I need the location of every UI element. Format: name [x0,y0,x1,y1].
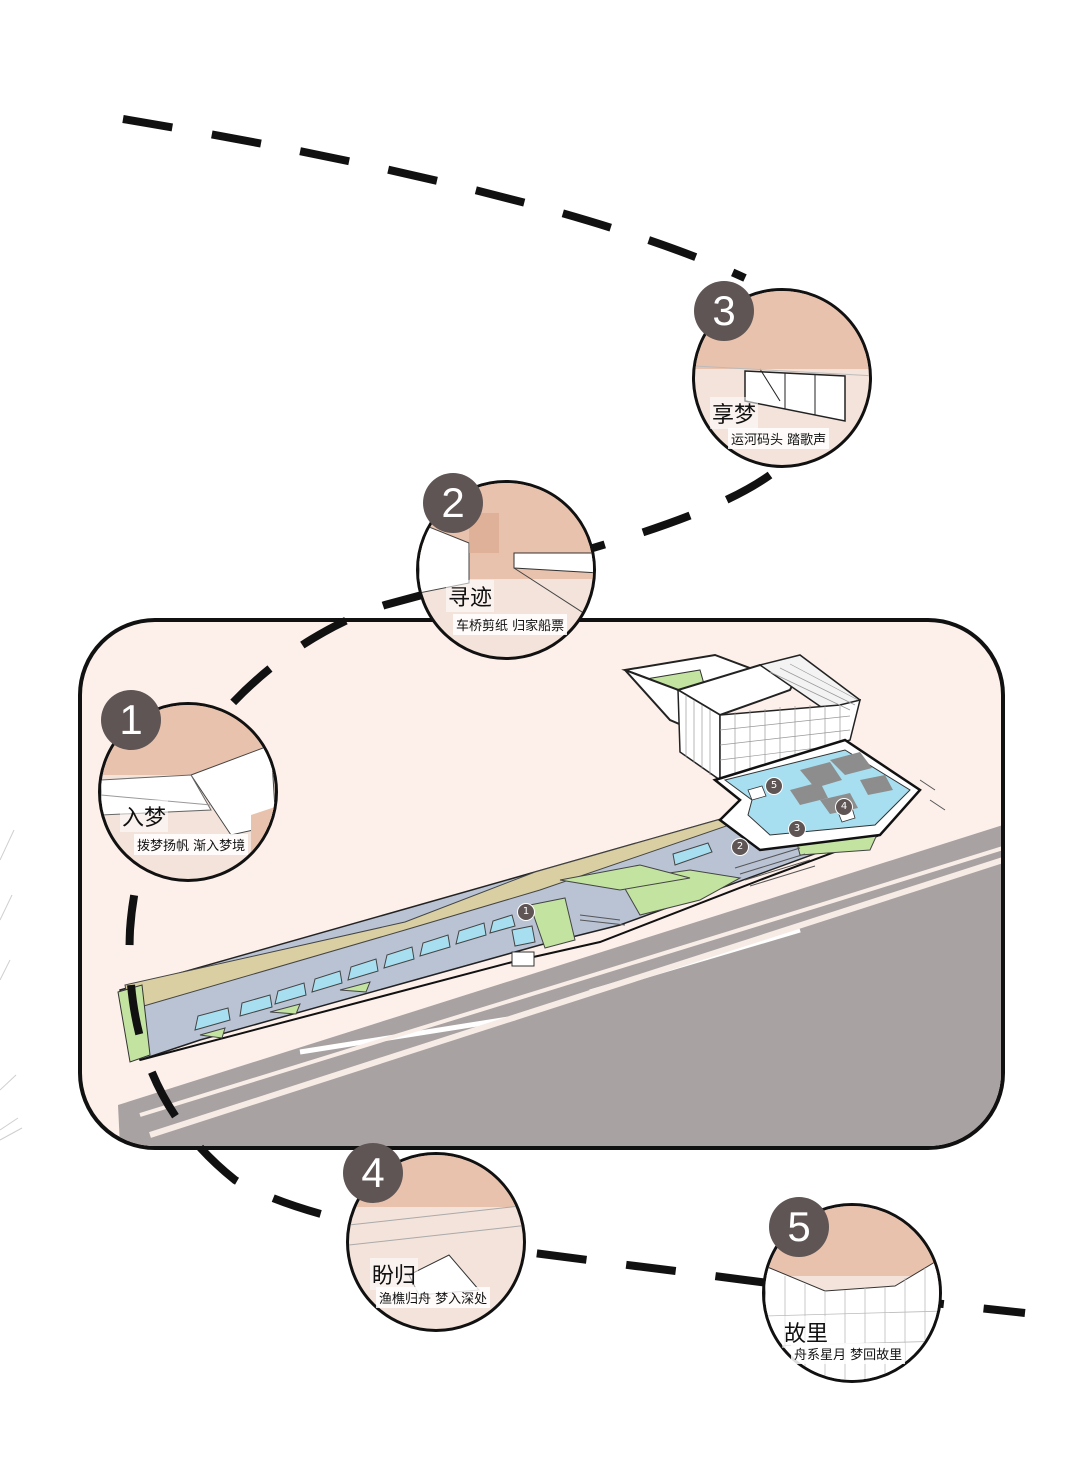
vignette-3-scene [695,365,869,422]
kiosk [511,951,535,967]
site-marker-4: 4 [835,798,853,816]
stop-title-3: 享梦 [710,397,759,429]
vignette-2-scene [419,513,593,620]
stop-subtitle-5: 舟系星月 梦回故里 [791,1343,906,1364]
lane-marking [299,1015,516,1055]
badge-3: 3 [694,281,754,341]
stop-title-2: 寻迹 [446,580,495,612]
badge-2: 2 [423,473,483,533]
stop-subtitle-2: 车桥剪纸 归家船票 [453,614,568,635]
badge-5: 5 [769,1197,829,1257]
building [621,653,862,782]
badge-4: 4 [343,1143,403,1203]
stop-subtitle-1: 拨梦扬帆 渐入梦境 [134,834,249,855]
construction-lines [0,829,23,1141]
badge-1: 1 [101,690,161,750]
steps [579,847,816,926]
site-marker-2: 2 [731,838,749,856]
stop-title-1: 入梦 [120,800,169,832]
stop-title-4: 盼归 [370,1258,419,1290]
tour-route [122,115,1026,1317]
site-marker-3: 3 [788,820,806,838]
stop-subtitle-3: 运河码头 踏歌声 [728,428,830,449]
stop-title-5: 故里 [782,1316,831,1348]
site-marker-5: 5 [765,777,783,795]
canopy-shadows [790,752,893,814]
vignette-1-scene [101,744,275,879]
site-marker-1: 1 [517,903,535,921]
water-pools [194,842,713,1031]
curb [149,857,1001,1138]
stop-subtitle-4: 渔樵归舟 梦入深处 [376,1287,491,1308]
